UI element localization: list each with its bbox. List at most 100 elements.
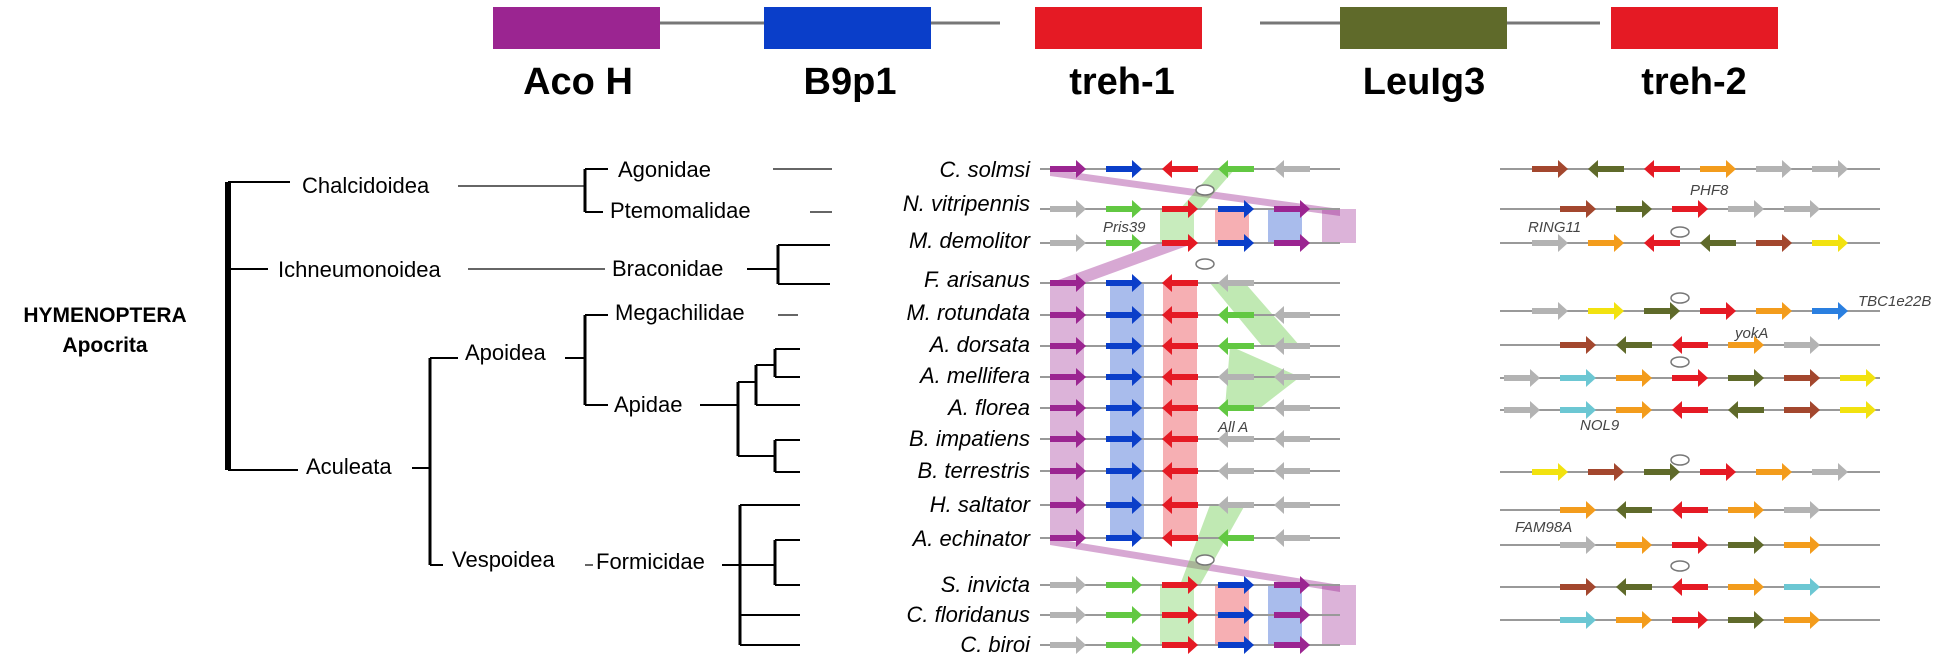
treh1-gene-arrow bbox=[1050, 368, 1086, 386]
legend-label-treh-2: treh-2 bbox=[1641, 61, 1747, 103]
treh2-gene-arrow bbox=[1840, 401, 1876, 419]
treh1-gene-arrow bbox=[1162, 496, 1198, 514]
treh1-gene-arrow bbox=[1218, 636, 1254, 654]
treh1-gene-arrow bbox=[1106, 430, 1142, 448]
treh2-gene-arrow bbox=[1616, 536, 1652, 554]
treh2-gene-arrow bbox=[1644, 234, 1680, 252]
treh2-gene-arrow bbox=[1588, 302, 1624, 320]
phylogenetic-tree bbox=[225, 168, 832, 646]
treh2-gene-arrow bbox=[1644, 302, 1680, 320]
family-apidae: Apidae bbox=[614, 392, 683, 417]
treh1-breakpoint bbox=[1195, 258, 1215, 270]
treh2-gene-arrow bbox=[1672, 336, 1708, 354]
treh2-gene-arrow bbox=[1672, 536, 1708, 554]
species-label: C. biroi bbox=[960, 632, 1031, 657]
treh2-gene-arrow bbox=[1588, 463, 1624, 481]
legend-box-treh-2 bbox=[1611, 7, 1778, 49]
treh2-gene-arrow bbox=[1672, 369, 1708, 387]
species-label: M. rotundata bbox=[906, 300, 1030, 325]
treh2-breakpoint bbox=[1670, 292, 1690, 304]
treh2-gene-arrow bbox=[1672, 200, 1708, 218]
treh1-gene-arrow bbox=[1162, 337, 1198, 355]
treh1-gene-arrow bbox=[1274, 529, 1310, 547]
treh1-gene-arrow bbox=[1162, 462, 1198, 480]
treh1-gene-arrow bbox=[1218, 576, 1254, 594]
treh1-gene-arrow bbox=[1218, 430, 1254, 448]
treh1-gene-arrow bbox=[1162, 529, 1198, 547]
treh1-gene-arrow bbox=[1274, 337, 1310, 355]
treh2-gene-arrow bbox=[1504, 401, 1540, 419]
treh2-gene-arrow bbox=[1812, 463, 1848, 481]
annotation-fam98a: FAM98A bbox=[1515, 519, 1572, 536]
clade-aculeata: Aculeata bbox=[306, 454, 392, 479]
treh1-gene-arrow bbox=[1274, 200, 1310, 218]
treh1-gene-arrow bbox=[1106, 337, 1142, 355]
species-label: B. impatiens bbox=[909, 426, 1030, 451]
treh2-gene-arrow bbox=[1728, 401, 1764, 419]
treh2-gene-arrow bbox=[1728, 501, 1764, 519]
treh2-synteny-panel bbox=[1500, 160, 1880, 629]
suborder-label: Apocrita bbox=[62, 334, 148, 357]
treh2-gene-arrow bbox=[1644, 463, 1680, 481]
treh2-gene-arrow bbox=[1700, 463, 1736, 481]
species-label: F. arisanus bbox=[924, 267, 1030, 292]
treh2-gene-arrow bbox=[1532, 302, 1568, 320]
treh1-band-b9p1-b bbox=[1268, 209, 1302, 243]
treh1-gene-arrow bbox=[1274, 606, 1310, 624]
treh1-gene-arrow bbox=[1218, 462, 1254, 480]
treh1-gene-arrow bbox=[1274, 399, 1310, 417]
treh1-gene-arrow bbox=[1106, 496, 1142, 514]
treh2-gene-arrow bbox=[1700, 234, 1736, 252]
clade-vespoidea: Vespoidea bbox=[452, 547, 556, 572]
species-label: H. saltator bbox=[930, 492, 1032, 517]
treh2-gene-arrow bbox=[1784, 611, 1820, 629]
treh2-gene-arrow bbox=[1560, 611, 1596, 629]
treh2-gene-arrow bbox=[1672, 401, 1708, 419]
treh2-gene-arrow bbox=[1700, 302, 1736, 320]
annotation-nol9: NOL9 bbox=[1580, 417, 1620, 434]
treh1-gene-arrow bbox=[1050, 234, 1086, 252]
treh2-gene-arrow bbox=[1728, 611, 1764, 629]
legend-label-leulg3: LeuIg3 bbox=[1363, 61, 1485, 103]
treh2-gene-arrow bbox=[1784, 336, 1820, 354]
treh1-gene-arrow bbox=[1218, 606, 1254, 624]
treh2-gene-arrow bbox=[1560, 369, 1596, 387]
treh2-gene-arrow bbox=[1784, 369, 1820, 387]
species-label: M. demolitor bbox=[909, 228, 1032, 253]
gene-annotations: Pris39 All A PHF8 RING11 TBC1e22B yokA N… bbox=[1103, 182, 1931, 536]
family-braconidae: Braconidae bbox=[612, 256, 723, 281]
treh2-gene-arrow bbox=[1728, 578, 1764, 596]
treh1-gene-arrow bbox=[1050, 576, 1086, 594]
treh1-gene-arrow bbox=[1218, 496, 1254, 514]
treh2-gene-arrow bbox=[1616, 369, 1652, 387]
treh2-gene-arrow bbox=[1616, 401, 1652, 419]
treh2-gene-arrow bbox=[1728, 536, 1764, 554]
treh2-gene-arrow bbox=[1616, 336, 1652, 354]
annotation-all-a: All A bbox=[1217, 419, 1248, 436]
treh1-gene-arrow bbox=[1106, 606, 1142, 624]
treh1-gene-arrow bbox=[1274, 576, 1310, 594]
treh1-gene-arrow bbox=[1162, 200, 1198, 218]
treh1-gene-arrow bbox=[1106, 529, 1142, 547]
treh1-gene-arrow bbox=[1050, 529, 1086, 547]
treh1-gene-arrow bbox=[1050, 306, 1086, 324]
treh2-gene-arrow bbox=[1784, 501, 1820, 519]
treh1-gene-arrow bbox=[1050, 462, 1086, 480]
treh1-gene-arrow bbox=[1106, 306, 1142, 324]
treh2-gene-arrow bbox=[1532, 160, 1568, 178]
treh1-gene-arrow bbox=[1106, 462, 1142, 480]
treh1-gene-arrow bbox=[1050, 337, 1086, 355]
treh1-gene-arrow bbox=[1106, 234, 1142, 252]
gene-legend: Aco H B9p1 treh-1 LeuIg3 treh-2 bbox=[493, 7, 1778, 103]
treh1-band-aco-h-b bbox=[1322, 209, 1356, 243]
treh1-gene-arrow bbox=[1218, 306, 1254, 324]
treh1-gene-arrow bbox=[1050, 160, 1086, 178]
treh2-gene-arrow bbox=[1560, 501, 1596, 519]
treh2-breakpoint bbox=[1670, 454, 1690, 466]
treh2-gene-arrow bbox=[1784, 578, 1820, 596]
treh1-link bbox=[1050, 243, 1195, 283]
treh1-breakpoint bbox=[1195, 554, 1215, 566]
family-formicidae: Formicidae bbox=[596, 549, 705, 574]
treh2-gene-arrow bbox=[1644, 160, 1680, 178]
treh1-gene-arrow bbox=[1162, 606, 1198, 624]
